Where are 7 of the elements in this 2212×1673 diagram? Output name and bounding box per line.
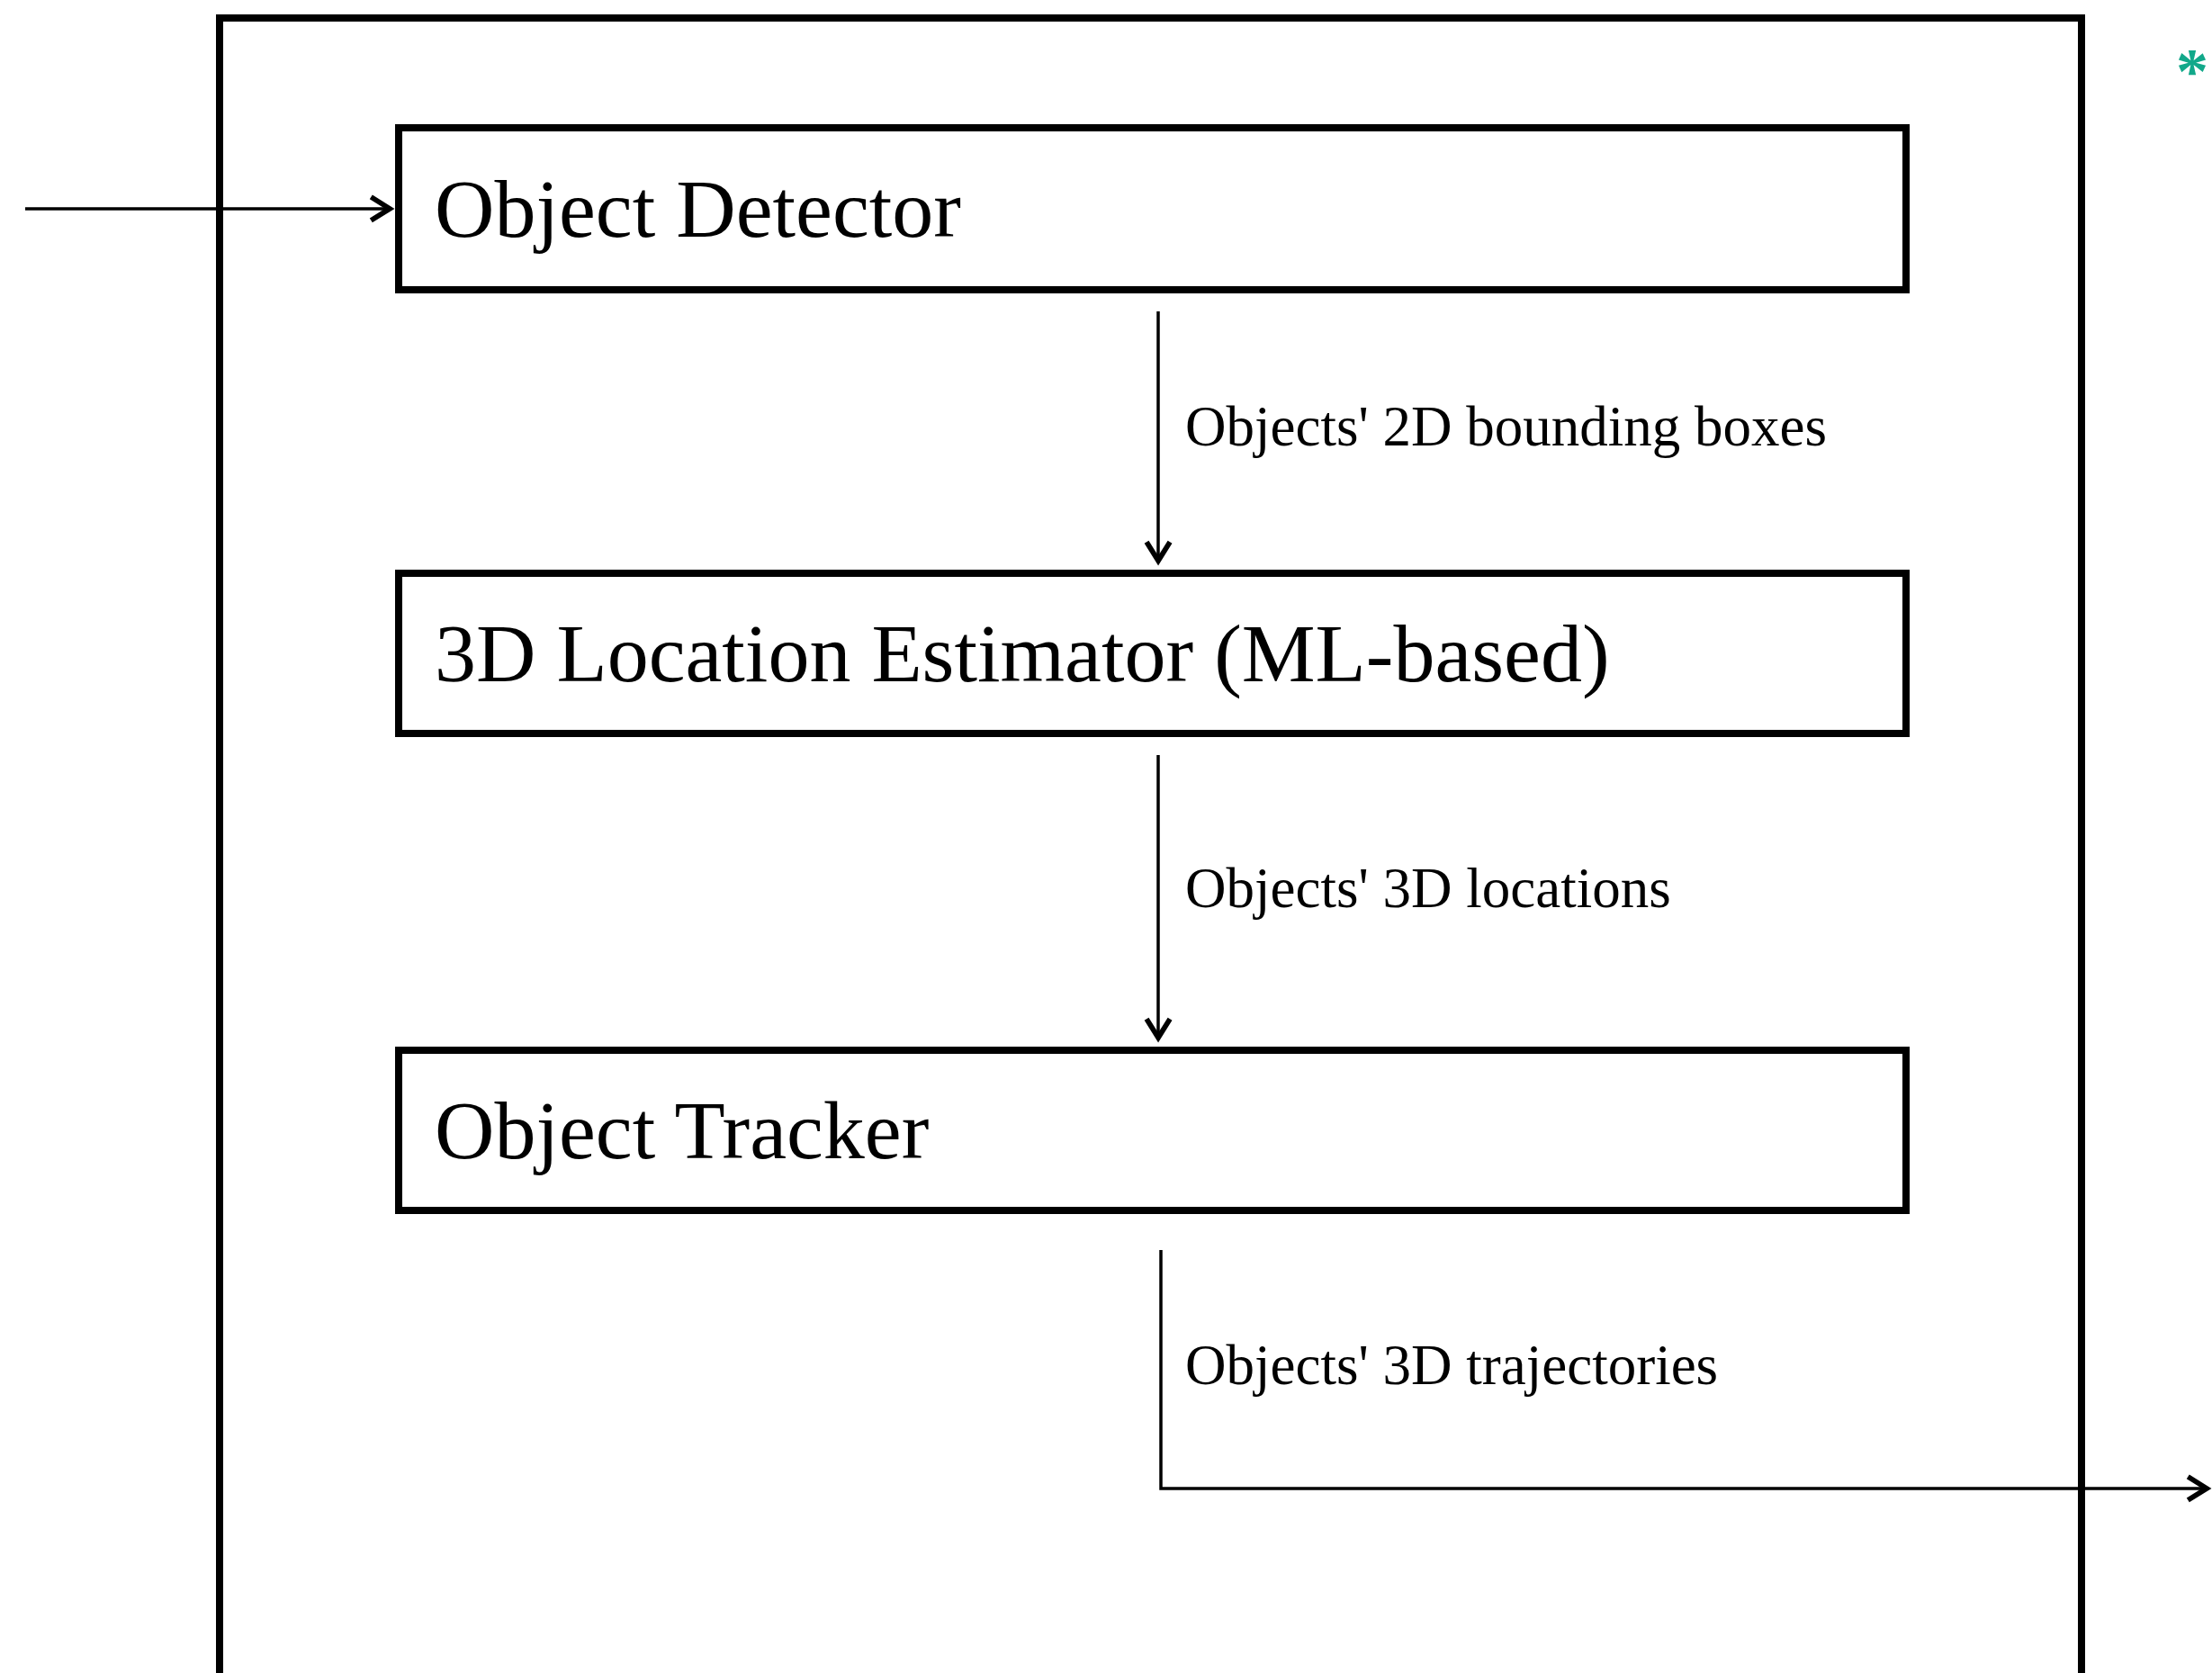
box-label: 3D Location Estimator (ML-based) [435, 607, 1610, 701]
note-mark: * [2176, 36, 2208, 108]
process-box [395, 570, 1910, 737]
process-box [395, 1047, 1910, 1214]
process-box [395, 124, 1910, 293]
box-label: Object Tracker [435, 1084, 930, 1178]
box-label: Object Detector [435, 162, 961, 256]
